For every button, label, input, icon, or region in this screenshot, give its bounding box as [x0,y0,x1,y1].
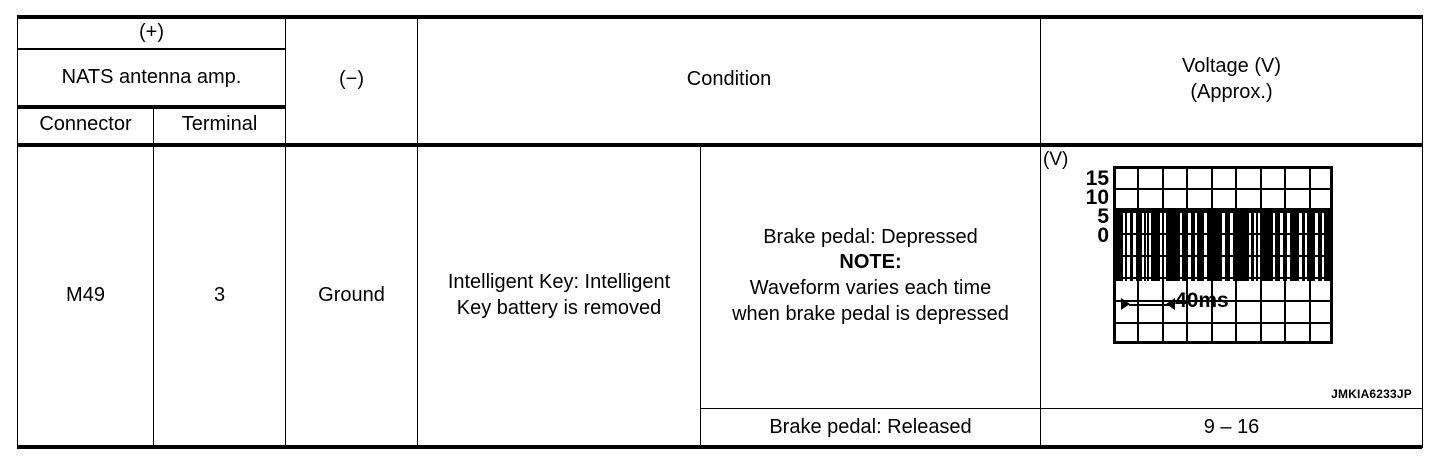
waveform-trace [1116,208,1331,281]
table-row: Brake pedal: Released 9 – 16 [18,408,1424,448]
grid-hline [1113,300,1334,302]
header-plus: (+) [17,15,286,50]
cell-connector: M49 [17,143,154,448]
header-minus: (−) [285,15,418,144]
waveform-pulse [1261,208,1274,281]
header-connector: Connector [17,105,154,144]
waveform-pulse [1283,208,1288,281]
waveform-pulse [1116,208,1124,281]
header-voltage-line2: (Approx.) [1190,80,1273,103]
waveform-pulse [1213,208,1223,281]
waveform-unit-label: (V) [1043,149,1069,170]
waveform-pulse [1197,208,1205,281]
grid-hline [1113,188,1334,190]
note-line-1: Waveform varies each time [749,277,992,299]
note-label: NOTE: [839,251,902,274]
waveform-pulse [1151,208,1161,281]
waveform-pulse [1144,208,1147,281]
y-tick-10: 10 [1085,186,1110,209]
waveform-pulse [1318,208,1323,281]
table-row: M49 3 Ground Intelligent Key: Intelligen… [17,143,1424,448]
time-marker [1119,294,1195,316]
arrow-left-icon [1166,298,1176,310]
waveform-pulse [1302,208,1306,281]
waveform-pulse [1256,208,1259,281]
cell-condition-released: Brake pedal: Released [699,408,1042,448]
y-tick-5: 5 [1097,205,1110,228]
waveform-pulse [1125,208,1128,281]
waveform-pulse [1147,208,1150,281]
figure-id: JMKIA6233JP [1331,386,1413,401]
cell-voltage-released: 9 – 16 [1040,408,1424,448]
y-tick-15: 15 [1085,167,1110,190]
header-separator-rule [17,143,1422,147]
waveform-pulse [1182,208,1189,281]
table-top-rule [17,15,1422,19]
cell-terminal: 3 [153,143,286,448]
note-line-2: when brake pedal is depressed [732,302,1009,325]
condition-line-depressed: Brake pedal: Depressed [763,225,978,248]
waveform-pulse [1233,208,1250,281]
waveform-pulse [1251,208,1255,281]
grid-hline [1113,255,1334,257]
waveform-pulse [1191,208,1196,281]
waveform-y-axis: 15 10 5 0 [1065,167,1110,247]
waveform-pulse [1207,208,1212,281]
header-voltage: Voltage (V) (Approx.) [1040,15,1424,144]
header-voltage-line1: Voltage (V) [1182,54,1281,77]
grid-hline [1113,233,1334,235]
arrow-right-icon [1121,298,1131,310]
waveform-figure: (V) 15 10 5 0 [1041,144,1422,408]
grid-hline [1113,322,1334,324]
header-component: NATS antenna amp. [17,49,286,106]
waveform-pulse [1324,208,1331,281]
header-terminal: Terminal [153,105,286,144]
header-row-component: NATS antenna amp. [17,49,1423,106]
waveform-pulse [1307,208,1316,281]
y-tick-0: 0 [1097,224,1110,247]
cell-condition-depressed: Brake pedal: Depressed NOTE: Waveform va… [699,143,1042,409]
header-row-plus: (+) (−) Condition Voltage (V) (Approx.) [17,15,1424,144]
cell-ground: Ground [285,143,418,448]
time-marker-label: 40ms [1175,289,1229,312]
cell-condition-primary: Intelligent Key: Intelligent Key battery… [417,143,701,448]
oscilloscope: 40ms [1113,166,1334,344]
waveform-pulse [1275,208,1281,281]
table-bottom-rule [17,445,1422,449]
plus-header-rule [18,48,285,50]
spec-table: (+) (−) Condition Voltage (V) (Approx.) … [17,15,1424,448]
cell-waveform: (V) 15 10 5 0 [1040,143,1424,409]
subheader-rule [18,106,285,109]
waveform-pulse [1162,208,1165,281]
waveform-top-envelope [1116,208,1331,213]
time-marker-bar [1129,304,1176,306]
waveform-pulse [1225,208,1231,281]
grid-hline [1113,277,1334,279]
waveform-pulse [1130,208,1134,281]
waveform-pulse [1166,208,1181,281]
waveform-pulse [1136,208,1143,281]
waveform-pulse [1290,208,1300,281]
header-row-subcols: Connector Terminal [17,105,1423,144]
header-condition: Condition [416,15,1042,144]
